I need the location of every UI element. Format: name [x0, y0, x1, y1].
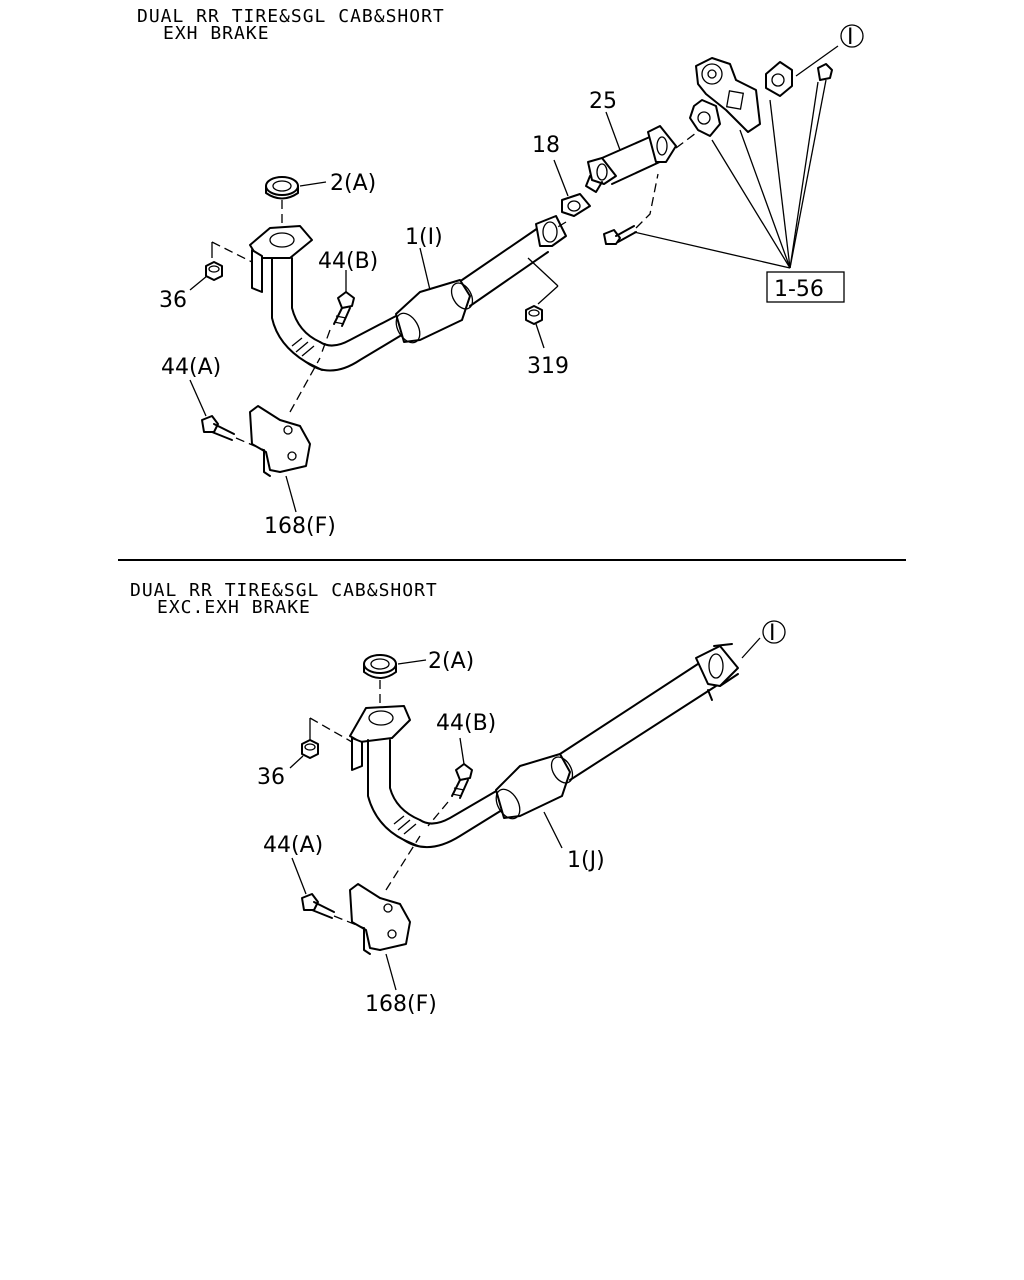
gasket-2a-part[interactable]	[265, 176, 299, 200]
section1-header-line1: DUAL RR TIRE&SGL CAB&SHORT	[137, 6, 445, 27]
gasket-2a-part[interactable]	[363, 654, 397, 679]
bolt-44b-part[interactable]	[333, 291, 355, 327]
label-44b: 44(B)	[436, 711, 496, 736]
ref-box-1-56-label: 1-56	[774, 277, 824, 302]
section-exc-exh-brake: DUAL RR TIRE&SGL CAB&SHORT EXC.EXH BRAKE	[130, 580, 786, 1017]
label-1i: 1(I)	[405, 225, 443, 250]
gasket-18-part[interactable]	[561, 193, 591, 217]
ref-circle-i-label: I	[769, 621, 776, 646]
ref-circle-i	[762, 620, 786, 644]
label-36: 36	[159, 288, 187, 313]
section1-header-line2: EXH BRAKE	[163, 23, 270, 44]
section2-header-line1: DUAL RR TIRE&SGL CAB&SHORT	[130, 580, 438, 601]
front-pipe-1j-part[interactable]	[349, 643, 739, 848]
section-exh-brake: DUAL RR TIRE&SGL CAB&SHORT EXH BRAKE	[137, 6, 864, 539]
label-44a: 44(A)	[263, 833, 323, 858]
bolt-44a-part[interactable]	[201, 415, 235, 441]
label-1j: 1(J)	[567, 848, 605, 873]
label-168f: 168(F)	[365, 992, 437, 1017]
label-2a: 2(A)	[330, 171, 376, 196]
bolt-1-56-part[interactable]	[603, 225, 637, 245]
label-44b: 44(B)	[318, 249, 378, 274]
label-25: 25	[589, 89, 617, 114]
label-168f: 168(F)	[264, 514, 336, 539]
nut-319-part[interactable]	[525, 305, 543, 325]
label-2a: 2(A)	[428, 649, 474, 674]
bolt-44b-part[interactable]	[451, 763, 473, 799]
bolt-44a-part[interactable]	[301, 893, 335, 919]
front-pipe-1i-part[interactable]	[249, 215, 567, 372]
bracket-168f-part[interactable]	[349, 883, 411, 955]
label-44a: 44(A)	[161, 355, 221, 380]
exhaust-pipe-25-part[interactable]	[585, 125, 677, 193]
label-36: 36	[257, 765, 285, 790]
nut-36-part[interactable]	[301, 739, 319, 759]
ref-circle-i-label: I	[847, 25, 854, 50]
nut-36-part[interactable]	[205, 261, 223, 281]
bracket-168f-part[interactable]	[249, 405, 311, 477]
ref-box-1-56	[766, 271, 845, 303]
label-18: 18	[532, 133, 560, 158]
exhaust-brake-unit-part[interactable]	[689, 57, 833, 137]
section2-header-line2: EXC.EXH BRAKE	[157, 597, 311, 618]
label-319: 319	[527, 354, 569, 379]
ref-circle-i	[840, 24, 864, 48]
